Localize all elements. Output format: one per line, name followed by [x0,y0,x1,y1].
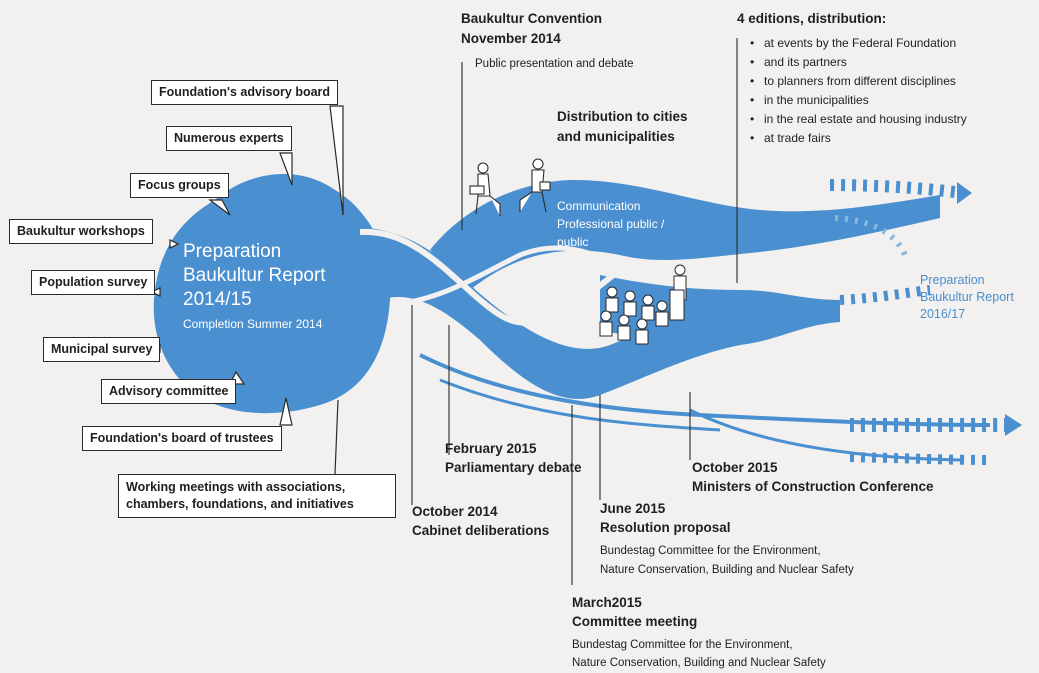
event-resolution-date: June 2015 [600,501,666,516]
callout-board-of-trustees: Foundation's board of trustees [82,426,282,451]
next-report-2: Baukultur Report [920,290,1014,304]
convention-title-2: November 2014 [461,31,561,46]
twist-line-1 [359,228,622,326]
event-parliament-label: Parliamentary debate [445,460,582,475]
event-ministers-date: October 2015 [692,460,778,475]
event-committee-label: Committee meeting [572,614,698,629]
callout-working-meetings: Working meetings with associations, cham… [118,474,396,518]
event-committee-detail-1: Bundestag Committee for the Environment, [572,639,793,651]
next-report-3: 2016/17 [920,307,966,321]
distribution-cities-1: Distribution to cities [557,109,688,124]
editions-item: at events by the Federal Foundation [746,34,967,53]
lower-flow-line-3 [689,408,961,462]
communication-label-1: Communication [557,199,641,213]
callout-baukultur-workshops: Baukultur workshops [9,219,153,244]
event-resolution-label: Resolution proposal [600,520,731,535]
callout-numerous-experts: Numerous experts [166,126,292,151]
central-flow-band [600,275,840,347]
preparation-subtitle: Completion Summer 2014 [183,317,323,331]
dashed-arrow-top [829,179,956,198]
editions-item: and its partners [746,53,967,72]
callout-advisory-board: Foundation's advisory board [151,80,339,105]
dashed-arrow-bottom [849,452,991,465]
event-pointer-lines [411,38,738,585]
preparation-blob [153,173,391,414]
distribution-cities-2: and municipalities [557,129,675,144]
callout-pointers [150,105,344,475]
callout-municipal-survey: Municipal survey [43,337,161,362]
communication-label-2: Professional public / [557,217,665,231]
callout-focus-groups: Focus groups [130,173,229,198]
editions-item: in the real estate and housing industry [746,110,967,129]
conversation-figures-icon [469,158,551,216]
event-ministers-label: Ministers of Construction Conference [692,479,934,494]
communication-flow-band [430,180,940,290]
convention-title-1: Baukultur Convention [461,11,602,26]
preparation-title-2: Baukultur Report [183,265,326,286]
convention-detail: Public presentation and debate [475,58,634,70]
dashed-arrow-light [834,215,908,257]
dashed-arrow-right [839,285,931,305]
preparation-title-3: 2014/15 [183,289,252,310]
cropped-header-text [0,0,280,5]
editions-item: in the municipalities [746,91,967,110]
arrowhead-lower [1005,414,1022,436]
lower-flow-line-2 [439,378,721,432]
political-process-label: Political Process [544,369,633,383]
editions-title: 4 editions, distribution: [737,11,887,26]
event-committee-detail-2: Nature Conservation, Building and Nuclea… [572,657,826,669]
event-resolution-detail-2: Nature Conservation, Building and Nuclea… [600,564,854,576]
editions-item: at trade fairs [746,129,967,148]
political-flow-band [370,228,740,399]
callout-population-survey: Population survey [31,270,156,295]
communication-label-3: public [557,235,589,249]
lower-flow-line-1 [419,353,991,427]
editions-list: at events by the Federal Foundation and … [746,34,967,148]
preparation-title-1: Preparation [183,241,282,262]
audience-speaker-icon [599,264,687,345]
next-report-1: Preparation [920,273,985,287]
arrowhead-top [957,182,972,204]
event-cabinet-label: Cabinet deliberations [412,523,550,538]
twist-line-2 [389,245,642,308]
event-parliament-date: February 2015 [445,441,537,456]
event-committee-date: March2015 [572,595,642,610]
editions-item: to planners from different disciplines [746,72,967,91]
event-resolution-detail-1: Bundestag Committee for the Environment, [600,545,821,557]
event-cabinet-date: October 2014 [412,504,498,519]
callout-advisory-committee: Advisory committee [101,379,237,404]
